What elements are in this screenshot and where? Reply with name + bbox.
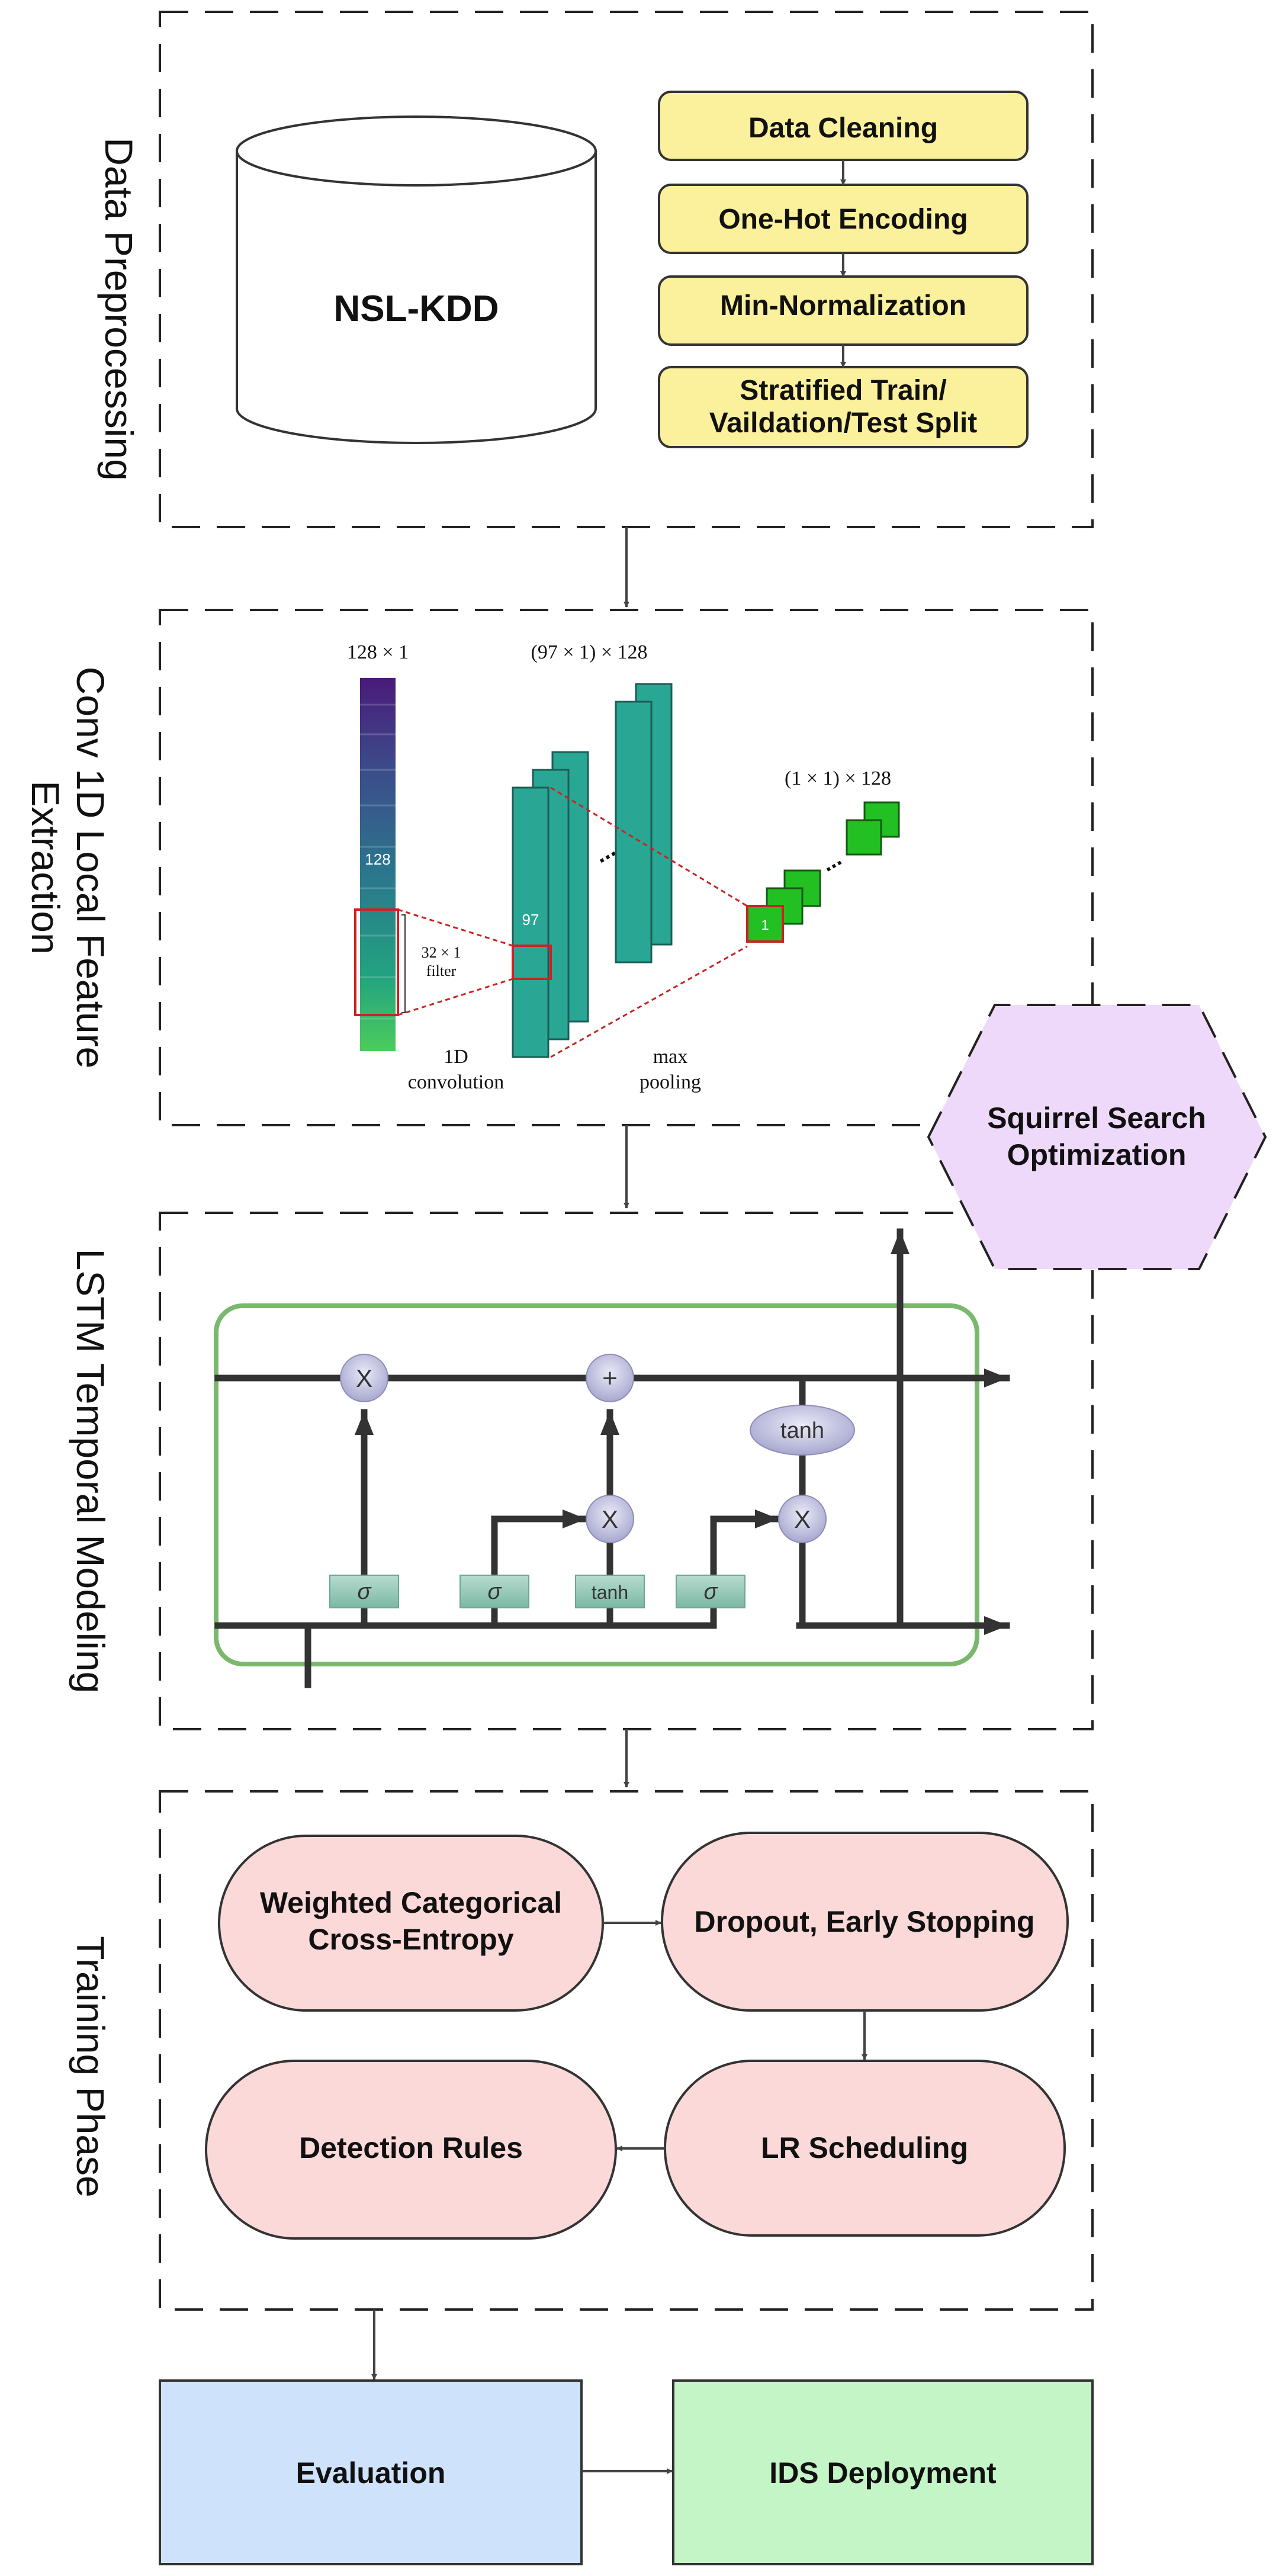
filter-bracket <box>401 914 406 1013</box>
pool-label-line1: max <box>653 1046 688 1068</box>
filter-projection-line <box>397 908 513 947</box>
conv-dimension-label: (97 × 1) × 128 <box>531 641 648 663</box>
evaluation-box <box>159 2379 583 2565</box>
forget-gate-label: σ <box>358 1579 372 1604</box>
input-feature-column <box>360 678 396 1051</box>
forget-multiply-symbol: X <box>356 1364 372 1392</box>
database-icon <box>236 115 597 444</box>
lr-scheduling-label: LR Scheduling <box>761 2131 968 2164</box>
deployment-label: IDS Deployment <box>769 2456 997 2490</box>
split-label-line1: Stratified Train/ <box>740 375 946 406</box>
pool-label-line2: pooling <box>640 1071 701 1093</box>
split-label-line2: Vaildation/Test Split <box>709 407 978 439</box>
output-multiply-symbol: X <box>794 1505 811 1533</box>
evaluation-label: Evaluation <box>296 2456 446 2490</box>
min-normalization-label: Min-Normalization <box>720 290 966 322</box>
conv-feature-map <box>512 786 549 1058</box>
preprocessing-title: Data Preprocessing <box>97 137 141 481</box>
training-title: Training Phase <box>69 1936 113 2197</box>
input-count-label: 128 <box>365 850 390 868</box>
forget-multiply-node <box>340 1354 388 1402</box>
filter-projection-line <box>397 978 513 1016</box>
input-multiply-symbol: X <box>602 1505 618 1533</box>
lstm-cell-boundary <box>214 1303 979 1666</box>
pool-dimension-label: (1 × 1) × 128 <box>785 767 891 789</box>
ssa-label-line2: Optimization <box>1007 1138 1187 1171</box>
cell-add-node <box>586 1354 634 1402</box>
conv-label-line2: convolution <box>408 1071 504 1093</box>
conv-output-cell <box>512 945 552 980</box>
data-cleaning-label: Data Cleaning <box>748 113 938 144</box>
conv-title-line2: Extraction <box>24 780 68 954</box>
input-gate-label: σ <box>488 1579 503 1604</box>
ssa-section: Squirrel Search Optimization <box>927 1004 1267 1270</box>
detection-rules-box <box>205 2060 617 2240</box>
input-dimension-label: 128 × 1 <box>347 641 409 663</box>
input-gate <box>459 1575 529 1608</box>
filter-label: filter <box>426 962 457 979</box>
candidate-gate-label: tanh <box>592 1582 628 1603</box>
training-border <box>159 1790 1094 2311</box>
ssa-label-line1: Squirrel Search <box>987 1101 1206 1135</box>
pooled-count-label: 1 <box>761 917 769 933</box>
conv-title-line1: Conv 1D Local Feature <box>69 667 113 1069</box>
filter-size-label: 32 × 1 <box>422 944 461 961</box>
input-column-bands <box>360 704 396 1020</box>
training-section: Training Phase Weighted Categorical Cros… <box>69 1790 1094 2311</box>
candidate-gate <box>575 1575 645 1608</box>
regularization-label: Dropout, Early Stopping <box>695 1905 1035 1938</box>
ssa-hexagon <box>927 1004 1267 1270</box>
conv-count-label: 97 <box>522 911 539 929</box>
conv-label-line1: 1D <box>444 1046 468 1068</box>
pool-projection-line <box>550 786 748 907</box>
database-label: NSL-KDD <box>334 288 499 329</box>
output-multiply-node <box>778 1495 827 1543</box>
cell-add-symbol: + <box>602 1364 618 1393</box>
output-gate-label: σ <box>704 1579 719 1604</box>
preprocessing-section: Data Preprocessing NSL-KDD Data Cleaning… <box>97 11 1094 528</box>
loss-label-line2: Cross-Entropy <box>308 1923 513 1956</box>
pooled-output-cell <box>846 819 882 856</box>
filter-window <box>354 908 399 1016</box>
one-hot-encoding-label: One-Hot Encoding <box>718 204 968 235</box>
lstm-section: LSTM Temporal Modeling <box>69 1212 1094 1730</box>
output-gate <box>676 1575 745 1608</box>
pooled-output-cell-highlight <box>746 905 784 943</box>
cell-tanh-node <box>750 1405 855 1456</box>
cell-tanh-label: tanh <box>780 1418 824 1443</box>
deployment-box <box>672 2379 1094 2565</box>
detection-rules-label: Detection Rules <box>299 2131 523 2164</box>
conv-section: Conv 1D Local Feature Extraction 128 × 1… <box>24 609 1094 1126</box>
forget-gate <box>329 1575 399 1608</box>
lstm-title: LSTM Temporal Modeling <box>69 1249 113 1694</box>
conv-feature-map <box>615 701 653 963</box>
input-multiply-node <box>586 1495 634 1543</box>
pool-ellipsis: ... <box>817 846 846 876</box>
pool-projection-line <box>550 945 748 1058</box>
loss-label-line1: Weighted Categorical <box>260 1886 562 1919</box>
